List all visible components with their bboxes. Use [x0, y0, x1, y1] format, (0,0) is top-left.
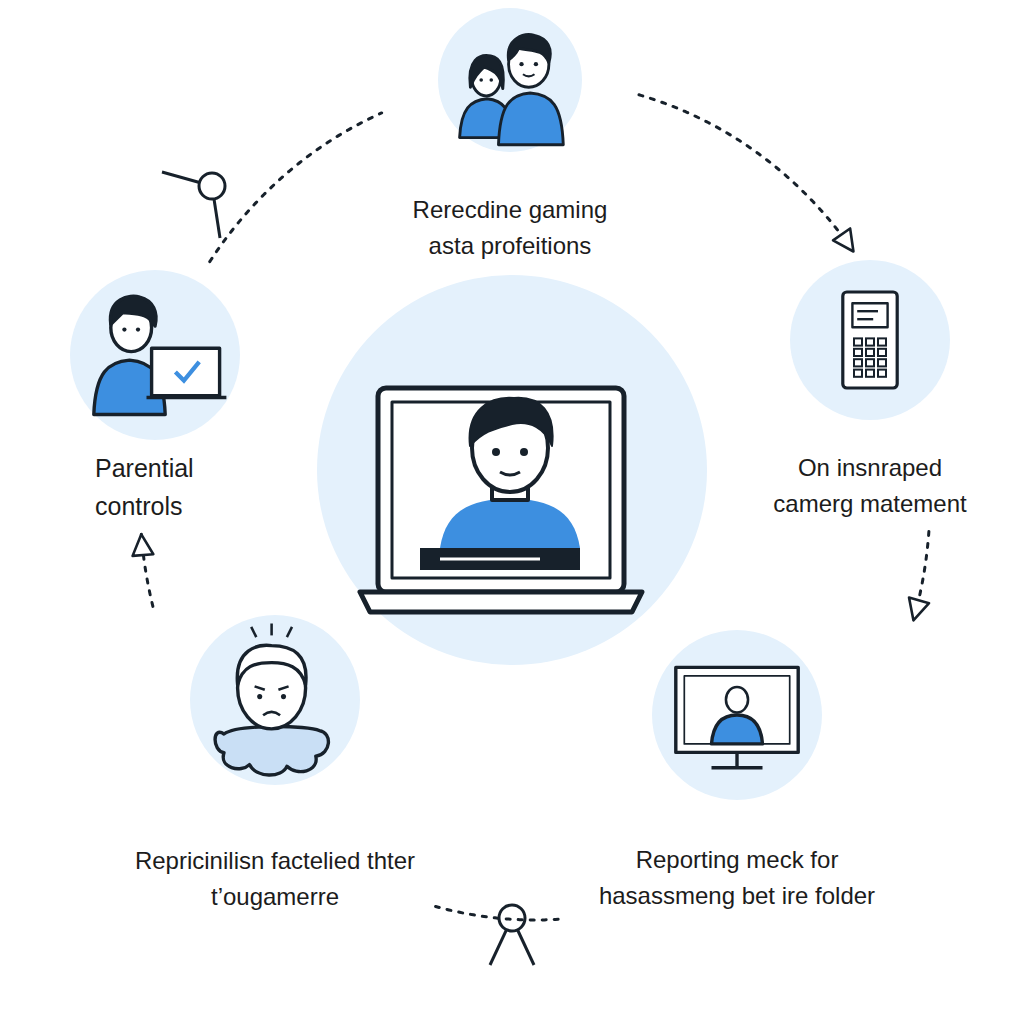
- step-icon: [190, 615, 360, 785]
- step-label: Parential controls: [95, 450, 265, 525]
- laptop-illustration: [360, 388, 642, 612]
- center-circle: [317, 275, 707, 665]
- cycle-arrow: [639, 95, 853, 252]
- step-icon: [70, 270, 240, 440]
- step-icon: [790, 260, 950, 420]
- cycle-node-decor: [162, 172, 534, 965]
- step-icon: [438, 8, 582, 152]
- step-label: Rerecdine gaming asta profeitions: [390, 192, 630, 264]
- step-label: Reporting meck for hasassmeng bet ire fo…: [567, 842, 907, 914]
- cycle-step: Repricinilisn factelied thter t’ougamerr…: [125, 615, 425, 915]
- cycle-arrow: [210, 113, 382, 262]
- cycle-step: Reporting meck for hasassmeng bet ire fo…: [567, 630, 907, 914]
- step-label: On insnraped camerg matement: [763, 450, 978, 522]
- cycle-arrow: [436, 906, 559, 920]
- cycle-step: Rerecdine gaming asta profeitions: [390, 8, 630, 264]
- cycle-step: On insnraped camerg matement: [763, 260, 978, 522]
- step-icon: [652, 630, 822, 800]
- step-label: Repricinilisn factelied thter t’ougamerr…: [125, 843, 425, 915]
- cycle-arrow: [141, 534, 153, 606]
- cycle-step: Parential controls: [45, 270, 265, 525]
- cycle-arrow: [913, 531, 928, 620]
